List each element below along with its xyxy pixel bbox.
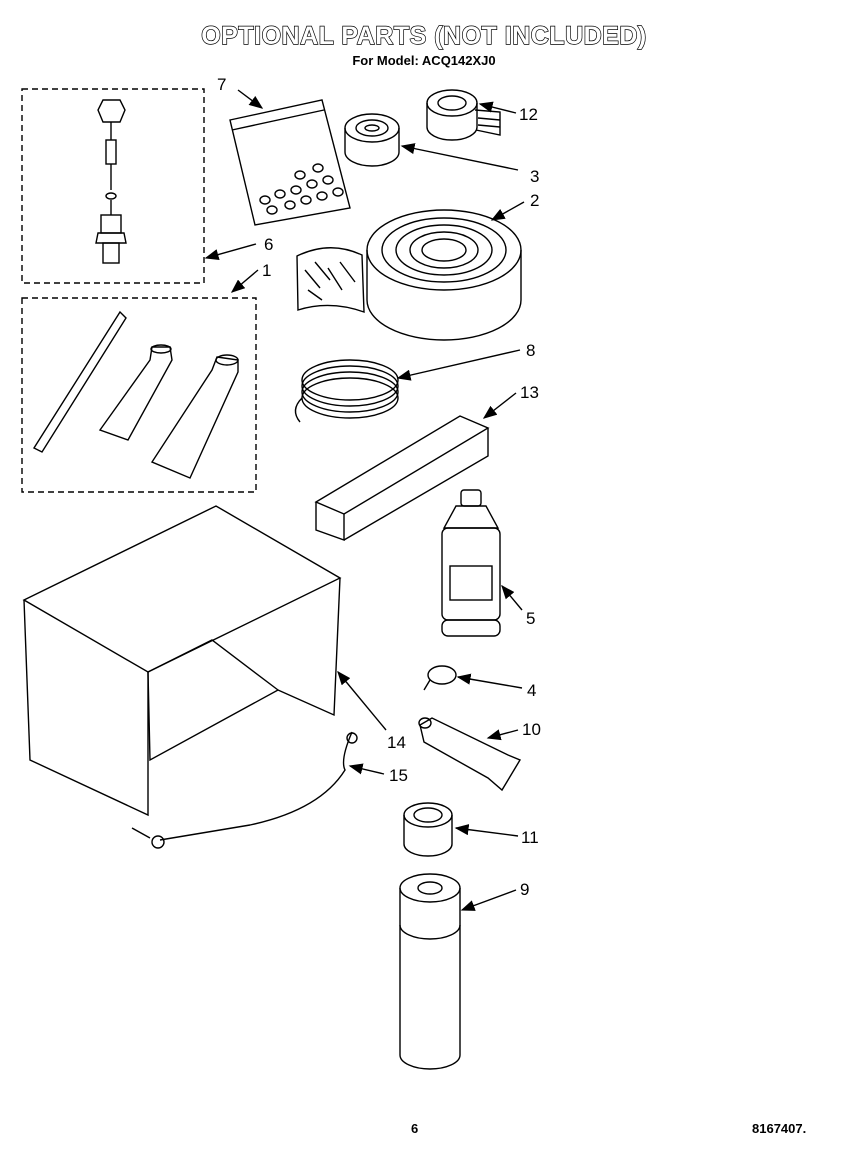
callout-4: 4	[527, 681, 536, 700]
part-11-roll	[403, 802, 453, 857]
part-1-rod-and-tubes	[32, 310, 239, 479]
callout-5: 5	[526, 609, 535, 628]
callout-7: 7	[217, 75, 226, 94]
part-7-bag	[229, 99, 351, 226]
part-3-tape-roll	[344, 113, 400, 167]
callout-1: 1	[262, 261, 271, 280]
part-8-wire-coil	[294, 359, 399, 423]
callout-10: 10	[522, 720, 541, 739]
page-number: 6	[411, 1121, 419, 1136]
leader-9	[460, 889, 517, 911]
callout-11: 11	[521, 828, 539, 847]
part-13-foam-block	[314, 415, 490, 541]
callout-13: 13	[520, 383, 539, 402]
part-1-group-box	[21, 297, 257, 493]
leader-6	[204, 243, 257, 260]
part-10-tube	[418, 717, 522, 792]
part-5-bottle	[441, 489, 501, 637]
leader-3	[400, 143, 519, 171]
part-14-cover	[22, 505, 342, 817]
leader-5	[501, 584, 523, 611]
leader-10	[486, 729, 519, 741]
model-subtitle: For Model: ACQ142XJ0	[352, 53, 496, 68]
leader-7	[237, 89, 264, 109]
leader-13	[482, 392, 517, 419]
part-6-valve-core	[95, 99, 127, 264]
callout-15: 15	[389, 766, 408, 785]
callout-14: 14	[387, 733, 406, 752]
part-15-cord	[131, 731, 358, 849]
leader-14	[337, 670, 387, 731]
callout-3: 3	[530, 167, 539, 186]
leader-15	[348, 763, 385, 775]
callout-6: 6	[264, 235, 273, 254]
callout-8: 8	[526, 341, 535, 360]
part-4-cap	[423, 665, 457, 691]
page-title: OPTIONAL PARTS (NOT INCLUDED)	[201, 21, 647, 50]
leader-4	[456, 673, 523, 689]
part-6-group-box	[21, 88, 205, 284]
leader-12	[478, 101, 517, 114]
part-9-spray-can	[399, 873, 461, 1070]
document-number: 8167407.	[752, 1121, 807, 1136]
part-2-insulation-roll	[296, 209, 522, 341]
leader-2	[490, 201, 525, 221]
callout-2: 2	[530, 191, 539, 210]
callout-12: 12	[519, 105, 538, 124]
leader-11	[454, 824, 519, 837]
callout-9: 9	[520, 880, 529, 899]
leader-1	[230, 269, 259, 293]
part-12-tape-roll	[426, 89, 501, 141]
leader-8	[396, 349, 521, 381]
